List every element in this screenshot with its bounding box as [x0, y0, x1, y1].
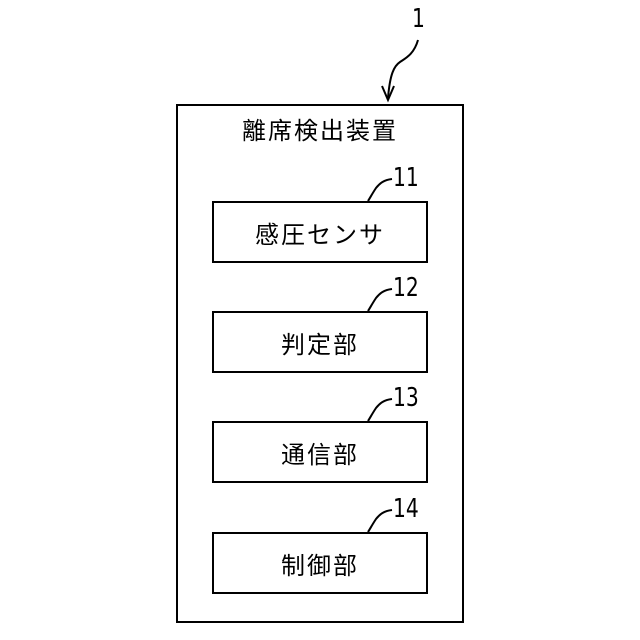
- determination-unit-box: 判定部: [212, 311, 428, 373]
- communication-unit-box: 通信部: [212, 421, 428, 483]
- device-reference-number: 1: [412, 6, 425, 32]
- pressure-sensor-box: 感圧センサ: [212, 201, 428, 263]
- control-unit-box: 制御部: [212, 532, 428, 594]
- component-14-reference-number: 14: [393, 496, 419, 522]
- device-title: 離席検出装置: [176, 116, 464, 146]
- component-13-reference-number: 13: [393, 385, 419, 411]
- component-11-reference-number: 11: [393, 165, 419, 191]
- pressure-sensor-label: 感圧センサ: [255, 215, 385, 250]
- component-12-reference-number: 12: [393, 275, 419, 301]
- control-unit-label: 制御部: [281, 546, 359, 581]
- communication-unit-label: 通信部: [281, 435, 359, 470]
- determination-unit-label: 判定部: [281, 325, 359, 360]
